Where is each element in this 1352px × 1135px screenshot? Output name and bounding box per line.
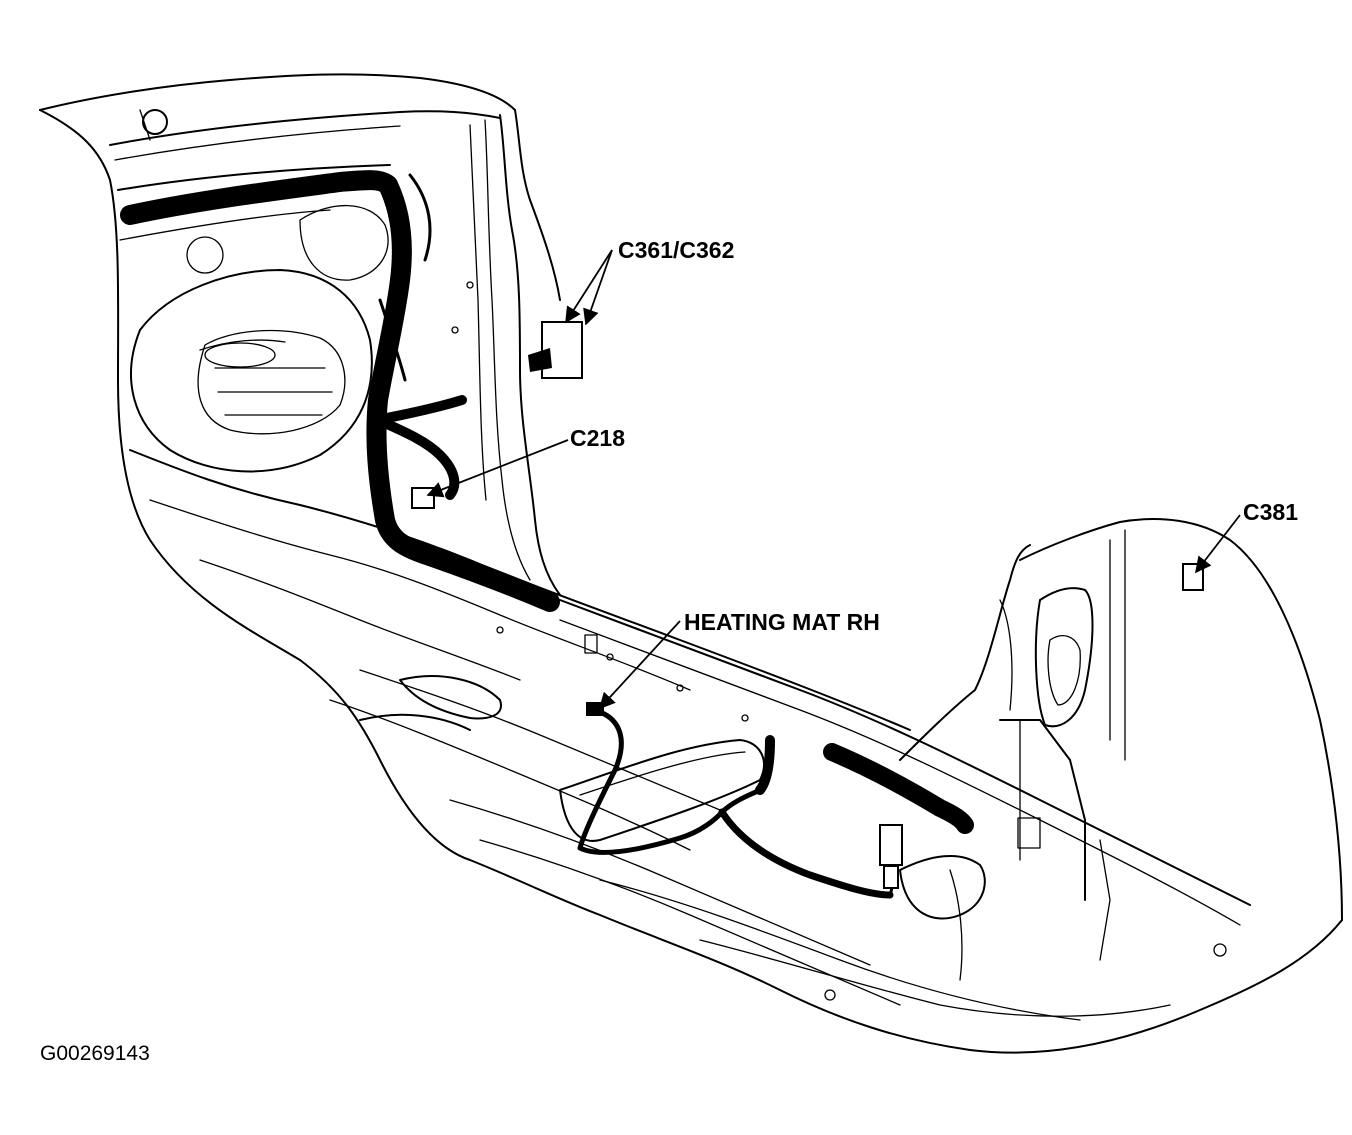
heating-mat-connector [586, 702, 604, 716]
c218-connector [411, 487, 435, 509]
callout-c381: C381 [1243, 499, 1298, 525]
callout-leaders [426, 249, 1241, 710]
vehicle-body-outline [39, 73, 1343, 1054]
callout-c218: C218 [570, 425, 625, 451]
callout-heating-mat-rh: HEATING MAT RH [684, 609, 880, 635]
callout-c361-c362: C361/C362 [618, 237, 734, 263]
figure-id: G00269143 [40, 1042, 150, 1065]
wiring-harness [120, 170, 1204, 899]
c361-c362-connector [541, 321, 583, 379]
